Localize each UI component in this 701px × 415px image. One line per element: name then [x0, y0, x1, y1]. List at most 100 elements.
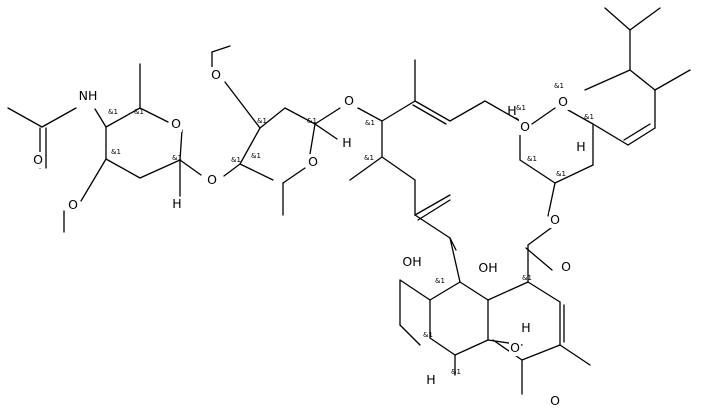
bond-55: [629, 69, 656, 91]
stereo-label: &1: [257, 117, 267, 125]
atom-label-background: [402, 254, 422, 270]
atom-label-o: O: [510, 340, 520, 355]
bond-18: [239, 163, 274, 181]
atom-label-background: [549, 393, 561, 409]
bond-59: [604, 7, 631, 31]
bond-35: [449, 100, 486, 122]
hydrogen-label: H: [507, 103, 516, 118]
bond-60: [629, 7, 661, 31]
stereo-label: &1: [554, 82, 564, 90]
stereo-label: &1: [522, 274, 532, 282]
atom-label-background: [549, 212, 561, 228]
bond-40: [414, 194, 451, 216]
bond-7: [139, 107, 169, 123]
bond-22: [211, 45, 231, 53]
atom-label-background: [307, 154, 319, 170]
stereo-label: &1: [134, 108, 144, 116]
bond-47: [567, 109, 594, 125]
bond-51: [592, 123, 629, 146]
bond-lines: [7, 7, 691, 395]
stereo-label: &1: [108, 108, 118, 116]
bond-14: [179, 159, 202, 176]
atom-label-o: O: [520, 119, 530, 134]
bond-50: [554, 164, 594, 184]
stereo-label: &1: [556, 170, 566, 178]
bond-27: [314, 107, 341, 125]
stereo-label: &1: [451, 368, 461, 376]
atom-label-background: [478, 260, 498, 276]
hydrogen-labels: H H H H H H: [172, 103, 585, 387]
bond-9: [179, 129, 183, 161]
bond-81: [399, 279, 431, 301]
stereo-label: &1: [365, 119, 375, 127]
atom-label-background: [519, 119, 531, 135]
bond-67: [459, 281, 489, 301]
bond-41: [417, 199, 451, 221]
atom-label-o: O: [308, 154, 318, 169]
bond-64: [525, 247, 553, 271]
bond-17: [239, 127, 261, 165]
atom-label-nh: NH: [79, 88, 98, 103]
bond-38: [381, 156, 416, 181]
bond-6: [105, 107, 141, 128]
stereo-label: &1: [251, 152, 261, 160]
bond-68: [449, 237, 461, 283]
stereo-label: &1: [111, 148, 121, 156]
bond-34: [412, 104, 447, 125]
bond-62: [527, 224, 556, 246]
bond-49: [519, 159, 556, 184]
atom-label-oh: OH: [478, 260, 497, 275]
atom-label-o: O: [68, 197, 78, 212]
bond-31: [381, 100, 416, 122]
bond-65: [487, 281, 529, 301]
bond-12: [80, 158, 107, 202]
bond-70: [454, 339, 489, 356]
bond-33: [414, 100, 451, 122]
bond-1: [41, 107, 77, 128]
atom-label-background: [32, 152, 44, 168]
hydrogen-label: H: [172, 196, 181, 211]
stereo-label: &1: [584, 113, 594, 121]
bond-11: [105, 158, 141, 179]
atom-label-o: O: [550, 393, 560, 408]
atom-label-o: O: [344, 93, 354, 108]
bond-16: [223, 163, 241, 177]
bond-75: [521, 344, 561, 361]
atom-label-background: [78, 88, 98, 104]
bond-4: [94, 108, 107, 128]
atom-label-background: [206, 172, 218, 188]
bond-52: [627, 127, 656, 146]
bond-36: [484, 100, 521, 122]
atom-label-o: O: [558, 94, 568, 109]
bond-76: [492, 339, 523, 361]
atom-label-background: [557, 94, 569, 110]
stereo-label: &1: [231, 156, 241, 164]
atom-label-o: O: [211, 67, 221, 82]
bond-37: [349, 156, 383, 181]
bond-42: [414, 214, 451, 239]
bond-25: [282, 167, 306, 184]
hydrogen-label: H: [576, 139, 585, 154]
stereo-label: &1: [435, 277, 445, 285]
bond-19: [259, 107, 286, 129]
atom-label-oh: OH: [402, 254, 421, 269]
stereo-label: &1: [527, 155, 537, 163]
stereo-label: &1: [172, 154, 182, 162]
hydrogen-label: H: [342, 135, 351, 150]
bond-0: [7, 107, 43, 128]
bond-46: [531, 107, 556, 125]
bond-10: [139, 159, 181, 179]
atom-label-background: [67, 197, 79, 213]
bond-61: [547, 182, 556, 217]
hydrogen-label: H: [521, 320, 530, 335]
atom-label-o: O: [550, 212, 560, 227]
atom-label-background: [343, 93, 355, 109]
stereo-label: &1: [516, 104, 526, 112]
atom-label-background: [509, 340, 521, 356]
hydrogen-label: H: [426, 372, 435, 387]
bond-23: [284, 107, 316, 125]
bond-29: [357, 107, 383, 122]
atom-label-o: O: [207, 172, 217, 187]
